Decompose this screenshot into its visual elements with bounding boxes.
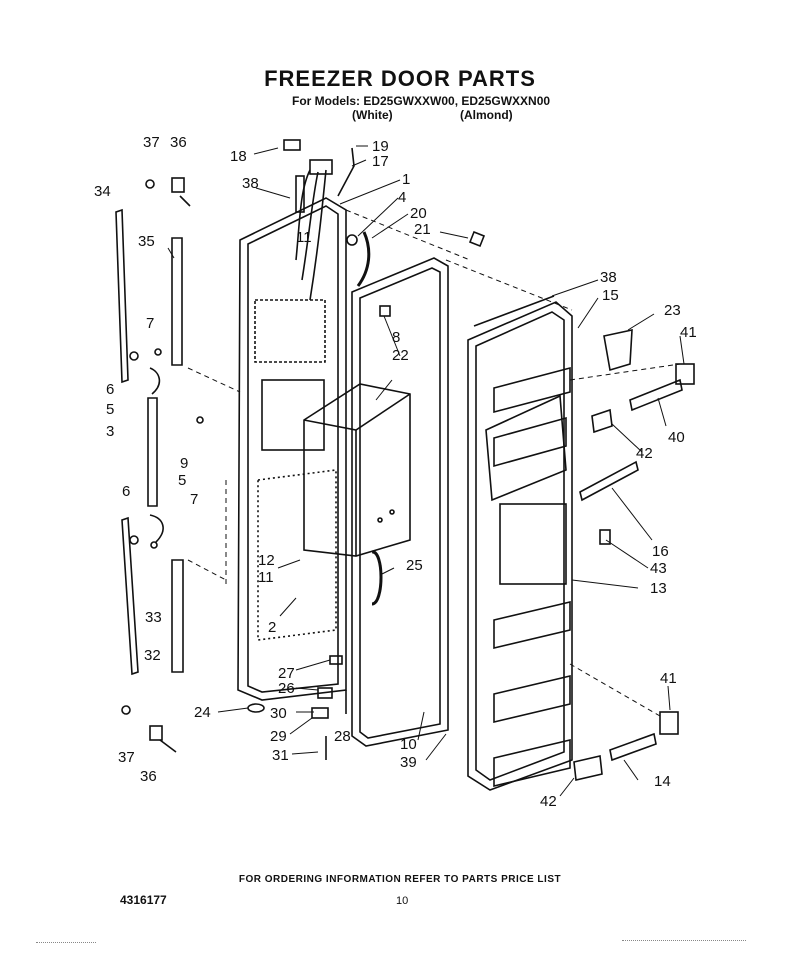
freezer-door-outer-panel	[237, 197, 347, 701]
shelf-rail-40	[629, 378, 683, 412]
callout-41: 41	[680, 324, 697, 341]
callout-17: 17	[372, 153, 389, 170]
callout-34: 34	[94, 183, 111, 200]
door-shelf-bin-1	[493, 600, 571, 650]
callout-37: 37	[143, 134, 160, 151]
hinge-pin-top	[145, 177, 191, 207]
callout-labels: 37 36 34 35 18 38 19 17 1 4 20 21 11 7 6…	[94, 134, 697, 810]
callout-41-lower: 41	[660, 670, 677, 687]
door-shelf-middle	[493, 416, 567, 468]
callout-40: 40	[668, 429, 685, 446]
alignment-guides	[187, 209, 681, 717]
callout-9: 9	[180, 455, 188, 472]
trim-strip-33	[121, 516, 139, 676]
callout-19: 19	[372, 138, 389, 155]
callout-35: 35	[138, 233, 155, 250]
trim-strip-16	[579, 460, 639, 502]
callout-4: 4	[398, 189, 406, 206]
wiring-harness	[283, 139, 355, 301]
callout-15: 15	[602, 287, 619, 304]
page-title: FREEZER DOOR PARTS	[264, 66, 536, 91]
callout-21: 21	[414, 221, 431, 238]
callout-22: 22	[392, 347, 409, 364]
door-shelf-bin-3	[493, 738, 571, 788]
callout-13: 13	[650, 580, 667, 597]
callout-23: 23	[664, 302, 681, 319]
door-gasket	[351, 257, 449, 747]
shelf-end-cap-41-upper	[675, 363, 695, 385]
callout-38: 38	[242, 175, 259, 192]
callout-6-lower: 6	[122, 483, 130, 500]
callout-28: 28	[334, 728, 351, 745]
callout-29: 29	[270, 728, 287, 745]
fine-print-right	[622, 940, 746, 951]
fine-print-left	[36, 942, 96, 953]
trim-strip-35	[171, 237, 183, 366]
clip-43	[599, 529, 611, 545]
callout-14: 14	[654, 773, 671, 790]
door-liner	[467, 301, 573, 791]
ordering-info: FOR ORDERING INFORMATION REFER TO PARTS …	[238, 874, 562, 885]
callout-42: 42	[636, 445, 653, 462]
callout-26: 26	[278, 680, 295, 697]
callout-25: 25	[406, 557, 423, 574]
callout-16: 16	[652, 543, 669, 560]
callout-33: 33	[145, 609, 162, 626]
callout-31: 31	[272, 747, 289, 764]
page-number: 10	[396, 895, 409, 907]
hinge-bracket-upper	[129, 348, 204, 549]
ice-bucket-part-23	[603, 328, 633, 372]
variant-almond: (Almond)	[460, 108, 513, 122]
callout-11-lower: 11	[258, 569, 274, 586]
bottom-hinge-parts	[247, 655, 347, 760]
hinge-pin-bottom	[121, 705, 177, 753]
callout-43: 43	[650, 560, 667, 577]
top-hinge-parts	[295, 175, 555, 327]
callout-5-lower: 5	[178, 472, 186, 489]
callout-10: 10	[400, 736, 417, 753]
callout-11: 11	[296, 229, 312, 246]
door-shelf-upper	[493, 366, 571, 414]
callout-30: 30	[270, 705, 287, 722]
callout-38-right: 38	[600, 269, 617, 286]
shelf-end-cap-41-lower	[659, 711, 679, 735]
callout-leaders	[167, 145, 685, 797]
callout-39: 39	[400, 754, 417, 771]
callout-32: 32	[144, 647, 161, 664]
model-numbers: For Models: ED25GWXXW00, ED25GWXXN00	[292, 94, 551, 108]
callout-1: 1	[402, 171, 410, 188]
callout-7-lower: 7	[190, 491, 198, 508]
callout-36: 36	[170, 134, 187, 151]
callout-24: 24	[194, 704, 211, 721]
callout-27: 27	[278, 665, 295, 682]
callout-6: 6	[106, 381, 114, 398]
shelf-end-42-lower	[573, 755, 603, 781]
trim-strip-3	[147, 397, 158, 507]
callout-42-lower: 42	[540, 793, 557, 810]
callout-8: 8	[392, 329, 400, 346]
callout-18: 18	[230, 148, 247, 165]
ice-chute-assembly	[303, 383, 411, 557]
callout-5: 5	[106, 401, 114, 418]
document-part-number: 4316177	[120, 893, 167, 907]
callout-36-lower: 36	[140, 768, 157, 785]
shelf-end-42-upper	[591, 408, 613, 434]
shelf-rail-14	[609, 732, 657, 762]
callout-20: 20	[410, 205, 427, 222]
trim-strip-34	[115, 208, 129, 384]
callout-37-lower: 37	[118, 749, 135, 766]
callout-3: 3	[106, 423, 114, 440]
callout-7: 7	[146, 315, 154, 332]
variant-white: (White)	[352, 108, 393, 122]
callout-2: 2	[268, 619, 276, 636]
door-shelf-bin-2	[493, 674, 571, 724]
trim-strip-32	[171, 559, 184, 673]
callout-12: 12	[258, 552, 275, 569]
